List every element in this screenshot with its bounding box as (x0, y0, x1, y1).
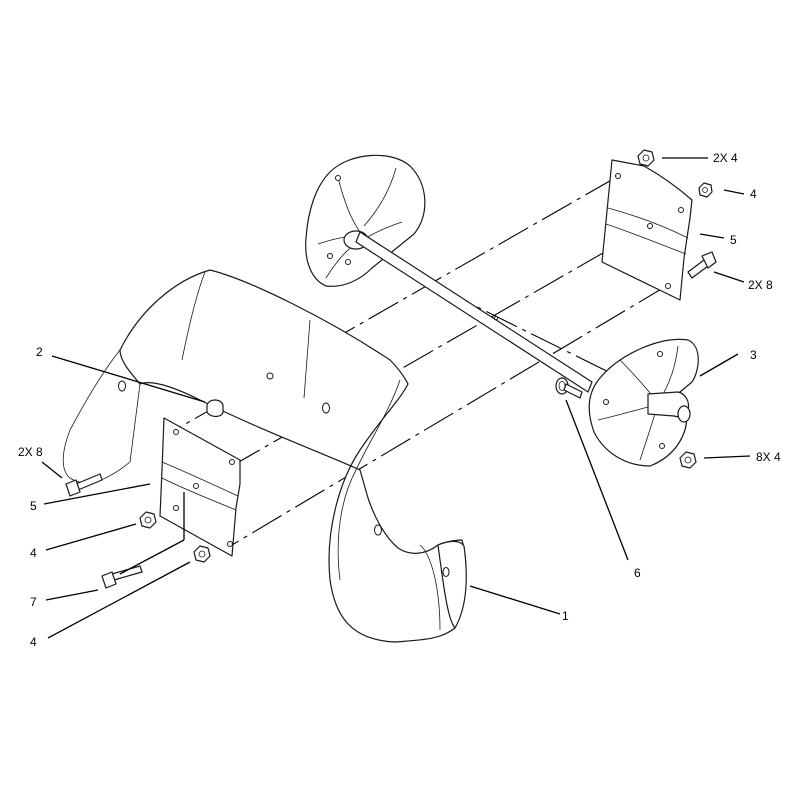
callout-top-nut-2x4: 2X 4 (713, 151, 738, 165)
impeller-part-3 (588, 338, 699, 467)
right-nut-8x4 (679, 451, 697, 469)
callout-housing-1: 1 (562, 609, 569, 623)
callout-bolt-7: 7 (30, 595, 37, 609)
callout-bushing-2: 2 (36, 345, 43, 359)
callout-right-nut-8x4: 8X 4 (756, 450, 781, 464)
left-bracket-part-5 (159, 417, 241, 557)
right-bracket-part-5 (601, 159, 693, 301)
callout-left-nut-4b: 4 (30, 635, 37, 649)
auger-shaft (355, 231, 593, 393)
callout-right-bolt-2x8: 2X 8 (748, 278, 773, 292)
auger-housing (62, 269, 467, 643)
callout-impeller-3: 3 (750, 348, 757, 362)
left-bolt-7 (101, 565, 143, 589)
bushing-part-2 (206, 372, 274, 418)
callout-bearing-6: 6 (634, 566, 641, 580)
leader-lines (41, 157, 751, 639)
left-bolt-2x8 (65, 473, 103, 497)
top-nut-4 (698, 182, 713, 198)
callout-left-bracket-5: 5 (30, 499, 37, 513)
callout-top-nut-4: 4 (750, 187, 757, 201)
callout-labels: 2X 4 4 5 2X 8 3 8X 4 6 1 2 2X 8 5 4 7 4 (18, 151, 781, 649)
callout-left-bolt-2x8: 2X 8 (18, 445, 43, 459)
callout-left-nut-4a: 4 (30, 546, 37, 560)
callout-right-bracket-5: 5 (730, 233, 737, 247)
top-nut-2x4 (637, 149, 655, 167)
left-nut-4a (139, 511, 157, 529)
bearing-part-6 (555, 377, 583, 399)
left-nut-4b (193, 545, 211, 563)
right-bolt-2x8 (687, 251, 717, 279)
